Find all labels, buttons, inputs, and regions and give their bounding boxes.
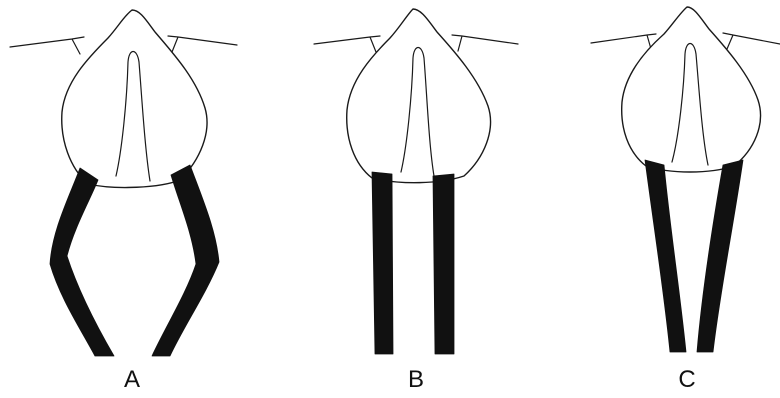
- panel-b-left-whisker: [314, 36, 380, 52]
- panel-a-right-band: [152, 165, 219, 356]
- panel-c: [591, 7, 780, 352]
- panel-b: [314, 9, 518, 354]
- panel-c-right-band: [697, 160, 743, 352]
- panel-b-right-whisker: [452, 35, 518, 51]
- panel-a-right-whisker: [168, 36, 237, 52]
- panel-c-label: C: [667, 368, 707, 392]
- panel-c-left-whisker: [591, 34, 656, 49]
- panel-c-left-band: [645, 160, 686, 352]
- panel-a: [10, 10, 237, 356]
- panel-a-left-whisker: [10, 37, 84, 54]
- panel-b-label: B: [396, 368, 436, 392]
- panel-b-right-band: [433, 174, 454, 354]
- panel-b-left-band: [372, 172, 393, 354]
- panel-b-head-outline: [347, 9, 491, 183]
- panel-a-left-band: [50, 168, 114, 356]
- panel-c-head-outline: [622, 7, 761, 172]
- panel-c-right-whisker: [723, 33, 780, 49]
- panel-a-label: A: [112, 368, 152, 392]
